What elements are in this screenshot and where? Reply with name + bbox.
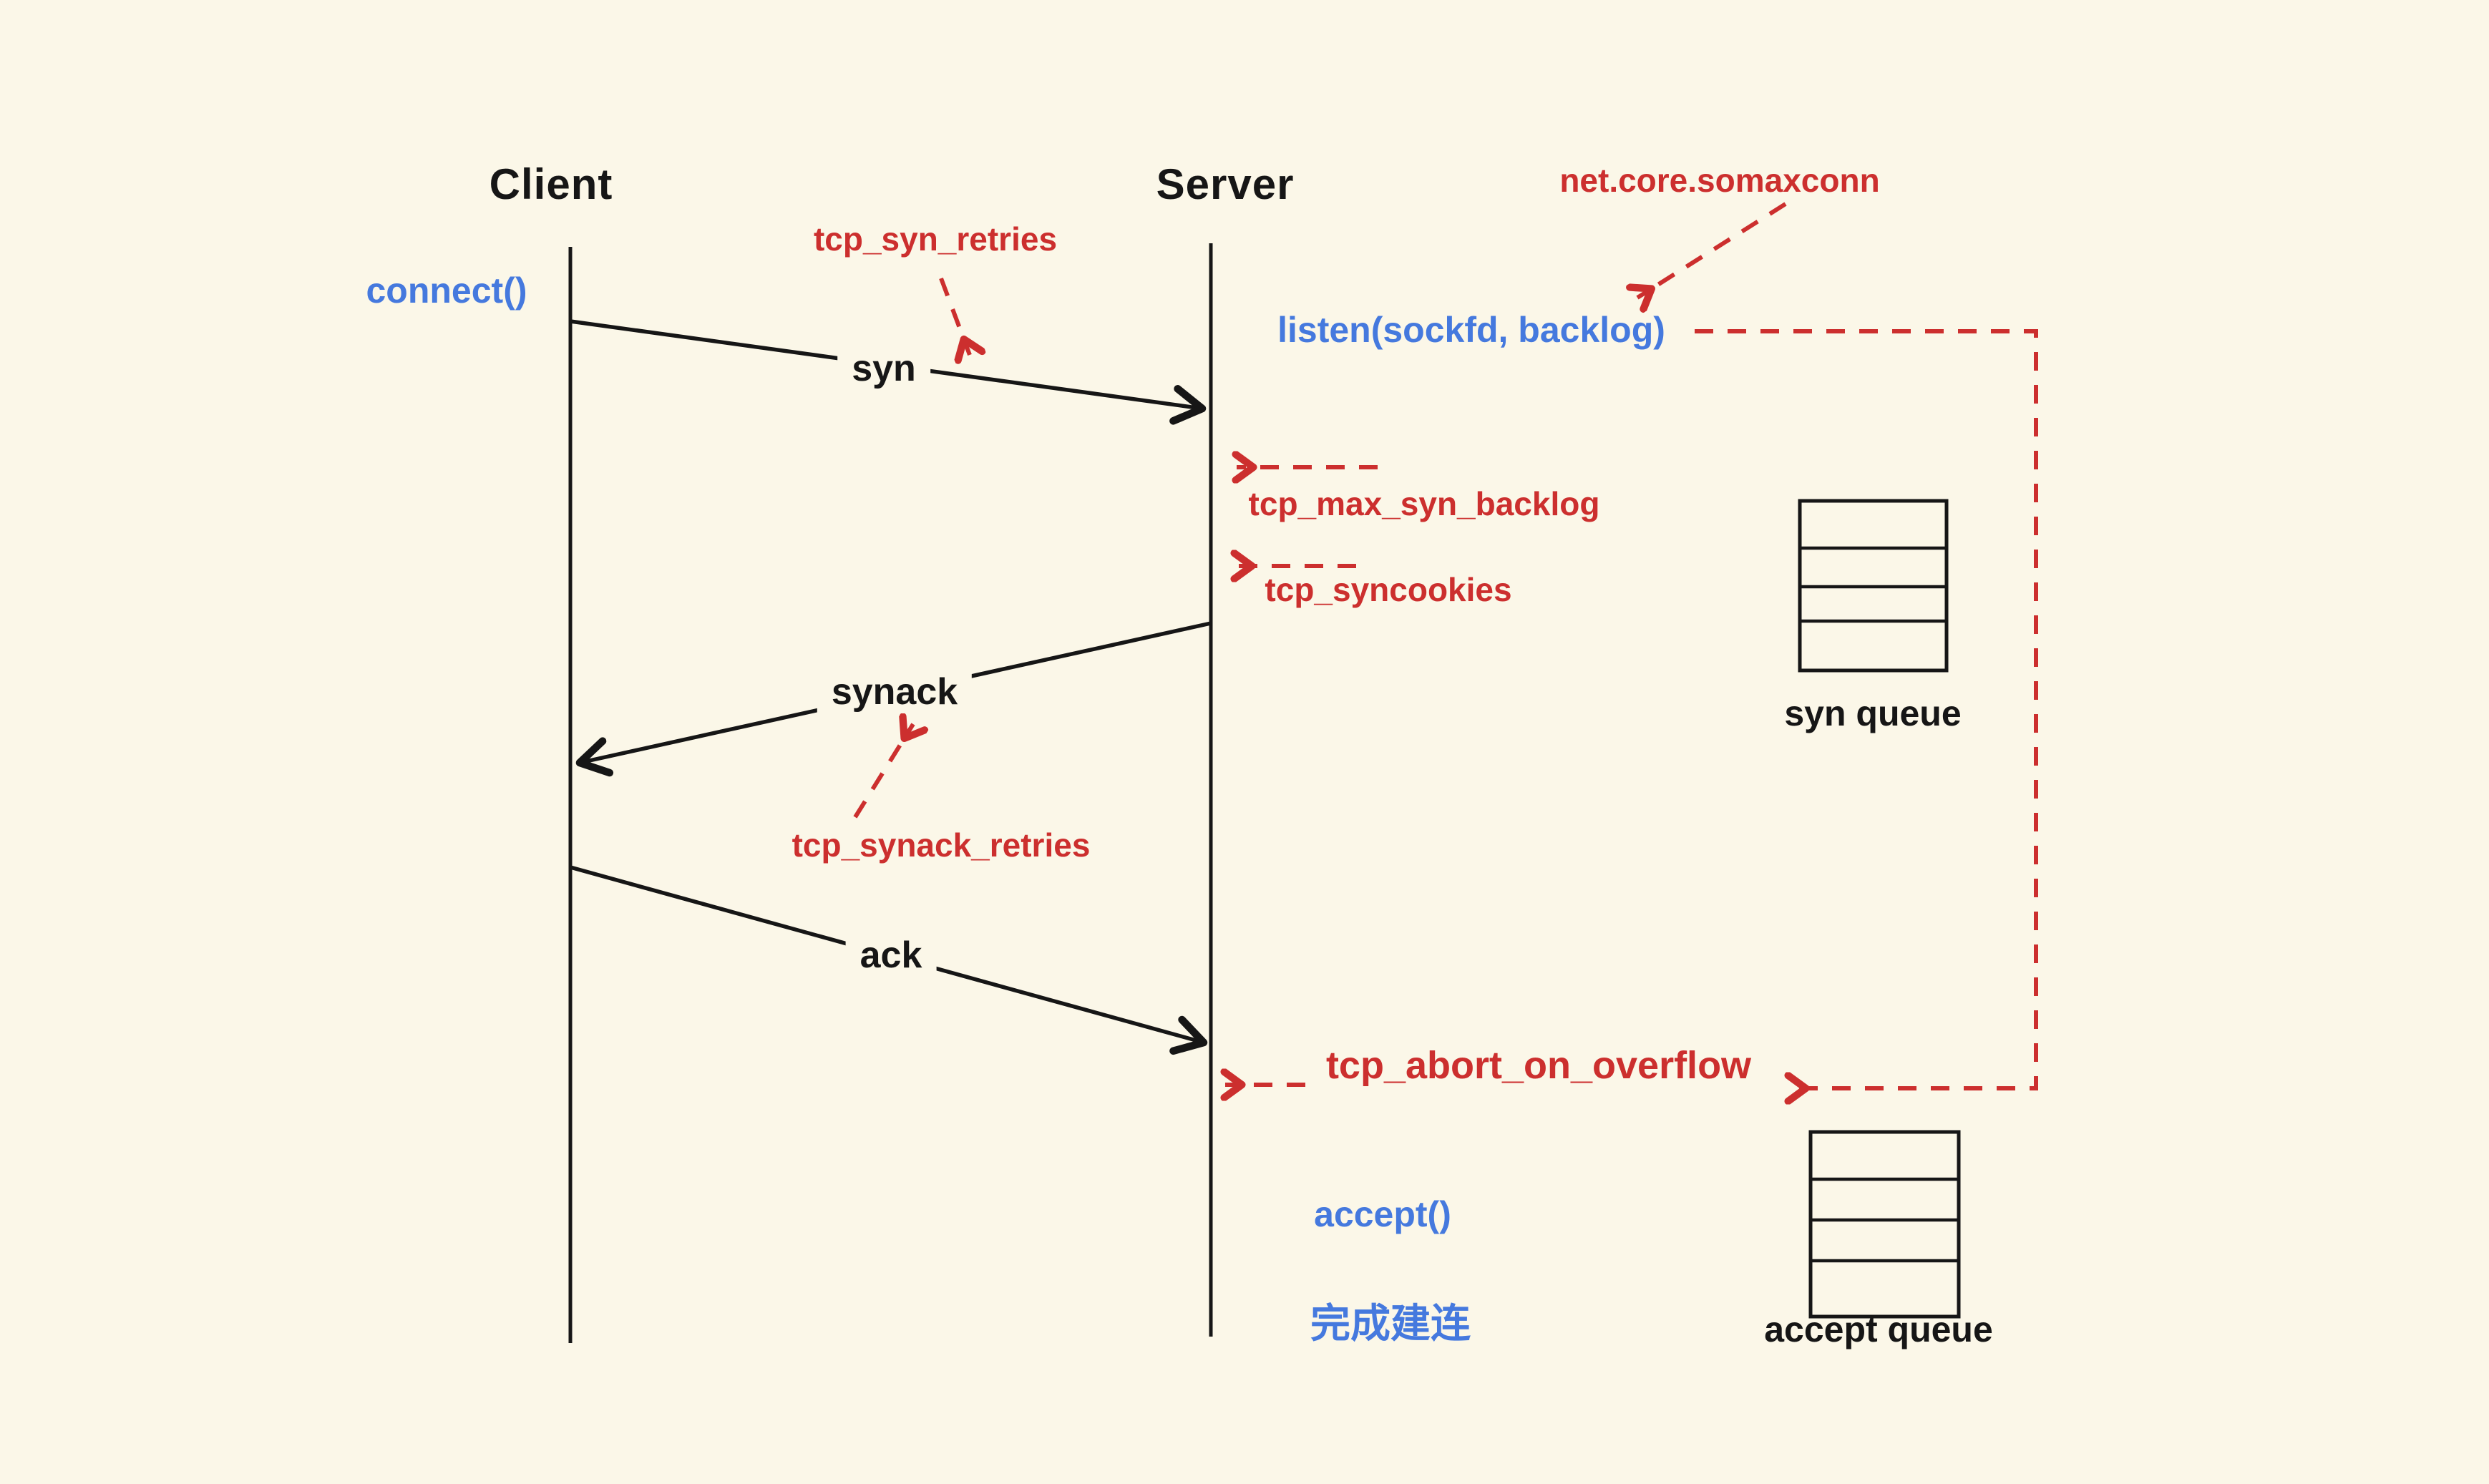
tcp-syn-retries-label: tcp_syn_retries xyxy=(813,220,1058,258)
client-title: Client xyxy=(489,160,613,208)
accept-label: accept() xyxy=(1314,1194,1451,1234)
net-core-somaxconn-label: net.core.somaxconn xyxy=(1559,162,1880,199)
tcp-max-syn-backlog-label: tcp_max_syn_backlog xyxy=(1248,485,1600,522)
syn-label: syn xyxy=(837,347,930,390)
somaxconn-to-listen-arrow xyxy=(1637,202,1787,298)
tcp-abort-on-overflow-label: tcp_abort_on_overflow xyxy=(1325,1044,1752,1087)
tcp-synack-retries-label: tcp_synack_retries xyxy=(791,826,1091,864)
connection-established-label: 完成建连 xyxy=(1310,1301,1471,1346)
listen-backlog-to-accept-queue-arrow xyxy=(1695,329,2038,1088)
connect-label: connect() xyxy=(366,270,527,311)
server-title: Server xyxy=(1156,160,1295,208)
syn-retries-arrow xyxy=(939,277,970,355)
syn-queue-box xyxy=(1798,499,1949,673)
accept-queue-box xyxy=(1808,1130,1961,1319)
listen-label: listen(sockfd, backlog) xyxy=(1277,310,1665,350)
synack-label: synack xyxy=(817,670,973,713)
synack-retries-arrow xyxy=(853,724,913,819)
tcp-syncookies-label: tcp_syncookies xyxy=(1265,571,1512,608)
ack-label: ack xyxy=(845,934,937,977)
accept-queue-label: accept queue xyxy=(1764,1309,1993,1349)
syn-queue-label: syn queue xyxy=(1784,693,1962,733)
